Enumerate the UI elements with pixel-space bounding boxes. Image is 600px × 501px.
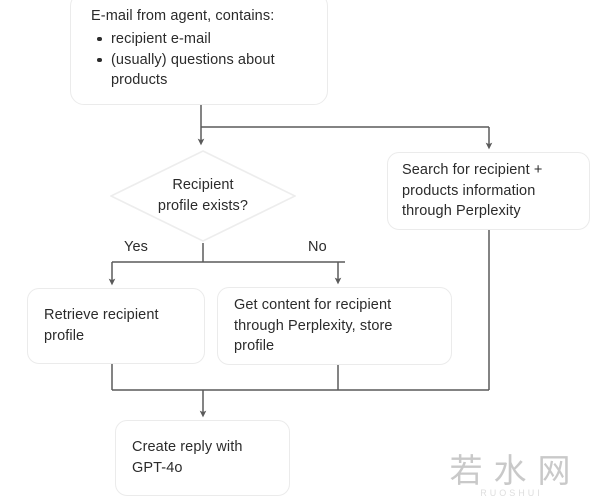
node-search-line3: through Perplexity bbox=[402, 203, 521, 220]
node-getcontent-line3: profile bbox=[234, 338, 275, 355]
node-retrieve-profile: Retrieve recipient profile bbox=[27, 288, 205, 364]
node-reply-line2: GPT-4o bbox=[132, 460, 183, 476]
list-item: recipient e-mail bbox=[97, 29, 313, 50]
node-getcontent-line1: Get content for recipient bbox=[234, 297, 392, 314]
node-create-reply: Create reply with GPT-4o bbox=[115, 420, 290, 496]
edge-label-no: No bbox=[308, 239, 327, 255]
node-decision-label: Recipient profile exists? bbox=[110, 150, 296, 242]
node-reply-line1: Create reply with bbox=[132, 439, 243, 456]
node-retrieve-line1: Retrieve recipient bbox=[44, 307, 159, 324]
node-search-line2: products information bbox=[402, 182, 536, 199]
list-item: (usually) questions about products bbox=[97, 50, 313, 91]
node-getcontent-line2: through Perplexity, store bbox=[234, 317, 393, 334]
node-decision-line2: profile exists? bbox=[157, 198, 249, 214]
node-decision-profile-exists: Recipient profile exists? bbox=[110, 150, 296, 242]
node-search-line1: Search for recipient + bbox=[402, 162, 543, 179]
edge-label-yes: Yes bbox=[124, 239, 148, 255]
node-email-input: E-mail from agent, contains: recipient e… bbox=[70, 0, 328, 105]
watermark-main-text: 若水网 bbox=[449, 451, 582, 491]
watermark-sub-text: RUOSHUI bbox=[480, 488, 543, 499]
watermark: 若水网 RUOSHUI bbox=[426, 453, 594, 499]
diamond-shape bbox=[110, 150, 296, 242]
node-retrieve-line2: profile bbox=[44, 328, 85, 344]
node-email-heading: E-mail from agent, contains: bbox=[91, 8, 275, 25]
node-decision-line1: Recipient bbox=[172, 177, 234, 194]
node-get-content: Get content for recipient through Perple… bbox=[217, 287, 452, 365]
node-email-bullet-list: recipient e-mail (usually) questions abo… bbox=[91, 29, 313, 91]
node-search-perplexity: Search for recipient + products informat… bbox=[387, 152, 590, 230]
